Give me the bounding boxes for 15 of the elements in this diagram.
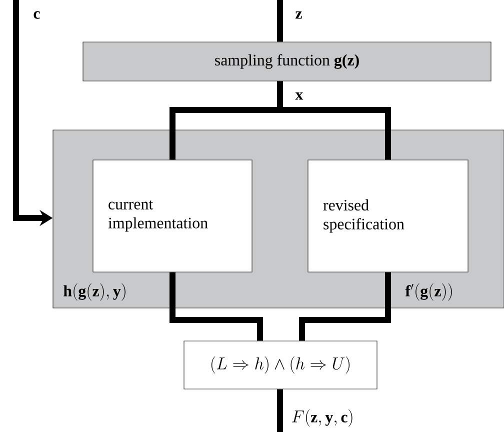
sampling-function-box: sampling function g(z) [82,42,492,82]
edge-label: $\mathbf{z}$ [296,11,302,19]
connector [299,272,391,341]
connector [277,389,283,432]
edge-label: $\mathbf{f}'(\mathbf{g}(\mathbf{z}))$ [405,283,452,301]
connector [277,81,391,160]
connector [170,272,263,341]
edge-label: $\mathbf{h}(\mathbf{g}(\mathbf{z}),\mathbf{y})$ [64,283,126,301]
connector [277,0,283,42]
edge-label: $F(\mathbf{z},\mathbf{y},\mathbf{c})$ [292,409,352,427]
process-box: revised specification [308,160,468,272]
process-box: current implementation [92,160,252,272]
edge-label: $\mathbf{x}$ [295,92,304,100]
edge-label: $\mathbf{c}$ [34,11,40,19]
formula-box: $(L \Rightarrow h) \wedge (h \Rightarrow U)$ [184,340,378,390]
